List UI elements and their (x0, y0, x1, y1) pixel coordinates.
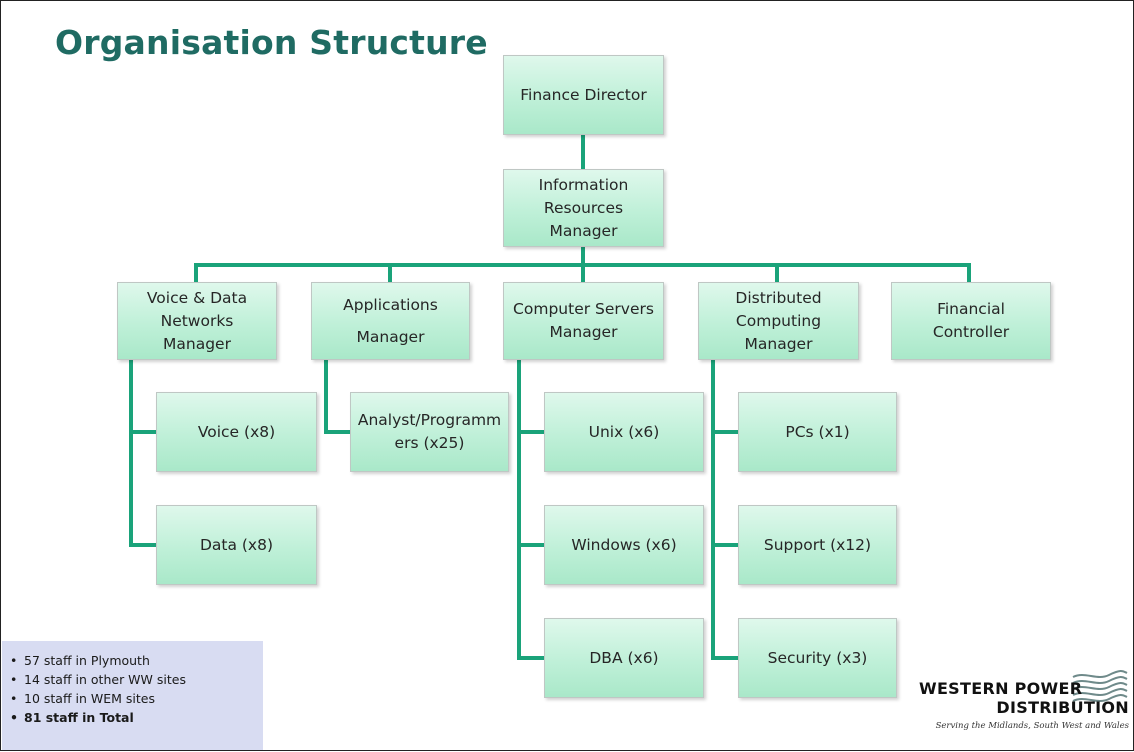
node-finance-director: Finance Director (503, 55, 664, 135)
node-label: Manager (744, 334, 813, 353)
node-label: Analyst/Programm (357, 411, 502, 429)
node-support: Support (x12) (738, 505, 897, 585)
node-computer-servers-manager: Computer Servers Manager (503, 282, 664, 360)
node-label: Support (x12) (763, 535, 872, 554)
node-voice-data-networks-manager: Voice & Data Networks Manager (117, 282, 277, 360)
node-label: Manager (163, 334, 231, 353)
waves-logo-icon (1072, 670, 1128, 702)
node-analyst-programmers: Analyst/Programm ers (x25) (350, 392, 509, 472)
node-dba: DBA (x6) (544, 618, 704, 698)
node-security: Security (x3) (738, 618, 897, 698)
node-label: Unix (x6) (588, 422, 660, 441)
node-label: Manager (549, 221, 618, 240)
staff-stats-box: 57 staff in Plymouth 14 staff in other W… (2, 641, 263, 750)
logo-text-line1: WESTERN POWER (919, 679, 1083, 698)
node-label: Resources (543, 198, 624, 217)
node-label: Applications (343, 296, 438, 314)
node-label: Information (538, 175, 629, 194)
node-label: Voice & Data (146, 288, 248, 307)
node-label: Finance Director (520, 85, 647, 104)
node-label: Computer Servers (513, 300, 654, 318)
node-label: Security (x3) (767, 648, 868, 667)
staff-stats-list: 57 staff in Plymouth 14 staff in other W… (8, 651, 263, 727)
stats-item: 57 staff in Plymouth (8, 651, 263, 670)
node-windows: Windows (x6) (544, 505, 704, 585)
logo-tagline: Serving the Midlands, South West and Wal… (935, 721, 1129, 731)
node-label: Manager (356, 328, 425, 346)
node-label: Financial (937, 300, 1005, 318)
node-pcs: PCs (x1) (738, 392, 897, 472)
node-label: Networks (160, 311, 234, 330)
stats-item-total: 81 staff in Total (8, 708, 263, 727)
node-label: Windows (x6) (571, 535, 677, 554)
node-label: Manager (549, 323, 618, 341)
node-label: Data (x8) (199, 535, 274, 554)
node-unix: Unix (x6) (544, 392, 704, 472)
node-distributed-computing-manager: Distributed Computing Manager (698, 282, 859, 360)
node-label: Controller (932, 323, 1010, 341)
node-financial-controller: Financial Controller (891, 282, 1051, 360)
stats-item: 10 staff in WEM sites (8, 689, 263, 708)
logo-text-line2: DISTRIBUTION (996, 698, 1129, 717)
page-title: Organisation Structure (55, 23, 488, 62)
node-label: PCs (x1) (785, 422, 850, 441)
node-information-resources-manager: Information Resources Manager (503, 169, 664, 247)
node-voice: Voice (x8) (156, 392, 317, 472)
node-label: Distributed (735, 288, 822, 307)
stats-item: 14 staff in other WW sites (8, 670, 263, 689)
node-applications-manager: Applications Manager (311, 282, 470, 360)
node-label: Computing (735, 311, 822, 330)
node-label: DBA (x6) (589, 648, 659, 667)
node-label: ers (x25) (394, 434, 465, 452)
company-logo: WESTERN POWER DISTRIBUTION Serving the M… (919, 667, 1131, 739)
node-label: Voice (x8) (197, 422, 276, 441)
node-data: Data (x8) (156, 505, 317, 585)
